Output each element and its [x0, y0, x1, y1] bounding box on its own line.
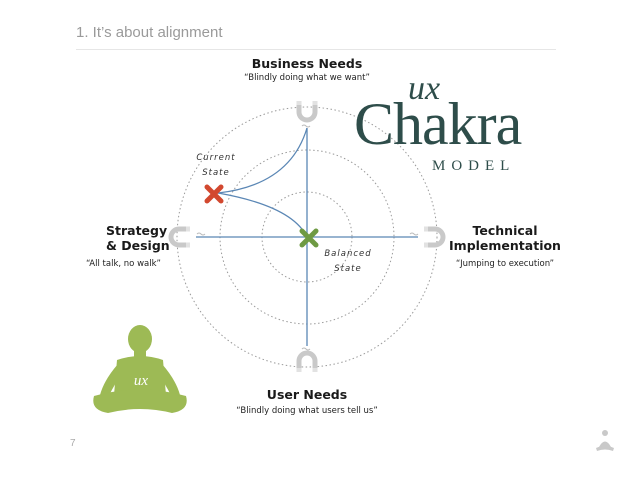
title-divider [76, 49, 556, 50]
current-state-upper-curve [217, 127, 308, 194]
current-state-line2: State [202, 168, 230, 178]
magnet-right-icon [424, 226, 446, 248]
label-user-needs: User Needs “Blindly doing what users tel… [222, 387, 392, 417]
logo-chakra: Chakra [354, 91, 522, 157]
logo-ux: ux [408, 70, 441, 107]
magnet-bottom-icon [296, 350, 318, 372]
balanced-state-label: Balanced State [316, 247, 380, 277]
magnet-top-icon [296, 101, 318, 123]
page-number: 7 [70, 438, 76, 449]
figure-badge: ux [134, 373, 149, 389]
current-state-label: Current State [186, 151, 246, 181]
slide-title: 1. It’s about alignment [76, 24, 223, 41]
technical-title-line2: Implementation [449, 238, 561, 253]
magnet-left-icon [168, 226, 190, 248]
outer-ring [176, 106, 438, 368]
label-business-needs: Business Needs “Blindly doing what we wa… [232, 56, 382, 84]
balanced-state-marker-icon [299, 228, 319, 248]
label-strategy-design: Strategy & Design “All talk, no walk” [78, 223, 188, 270]
strategy-title-line2: & Design [106, 238, 170, 253]
pull-mark-left [196, 232, 206, 236]
current-state-lower-curve [217, 192, 308, 238]
logo-model: MODEL [432, 158, 516, 174]
meditating-figure-icon [93, 325, 187, 413]
business-needs-quote: “Blindly doing what we want” [244, 73, 370, 83]
technical-title-line1: Technical [472, 223, 538, 238]
label-technical-implementation: Technical Implementation “Jumping to exe… [447, 223, 563, 270]
user-needs-quote: “Blindly doing what users tell us” [236, 406, 378, 416]
balanced-state-line2: State [334, 264, 362, 274]
strategy-title-line1: Strategy [106, 223, 168, 238]
current-state-line1: Current [196, 153, 236, 163]
pull-mark-right [409, 232, 419, 236]
balanced-state-line1: Balanced [324, 249, 372, 259]
user-needs-title: User Needs [266, 387, 348, 402]
pull-mark-bottom [301, 347, 311, 351]
corner-figure-icon [596, 430, 614, 451]
strategy-quote: “All talk, no walk” [86, 259, 161, 269]
technical-quote: “Jumping to execution” [455, 259, 555, 269]
current-state-marker-icon [204, 184, 224, 204]
business-needs-title: Business Needs [251, 56, 363, 71]
pull-mark-top [301, 124, 311, 128]
